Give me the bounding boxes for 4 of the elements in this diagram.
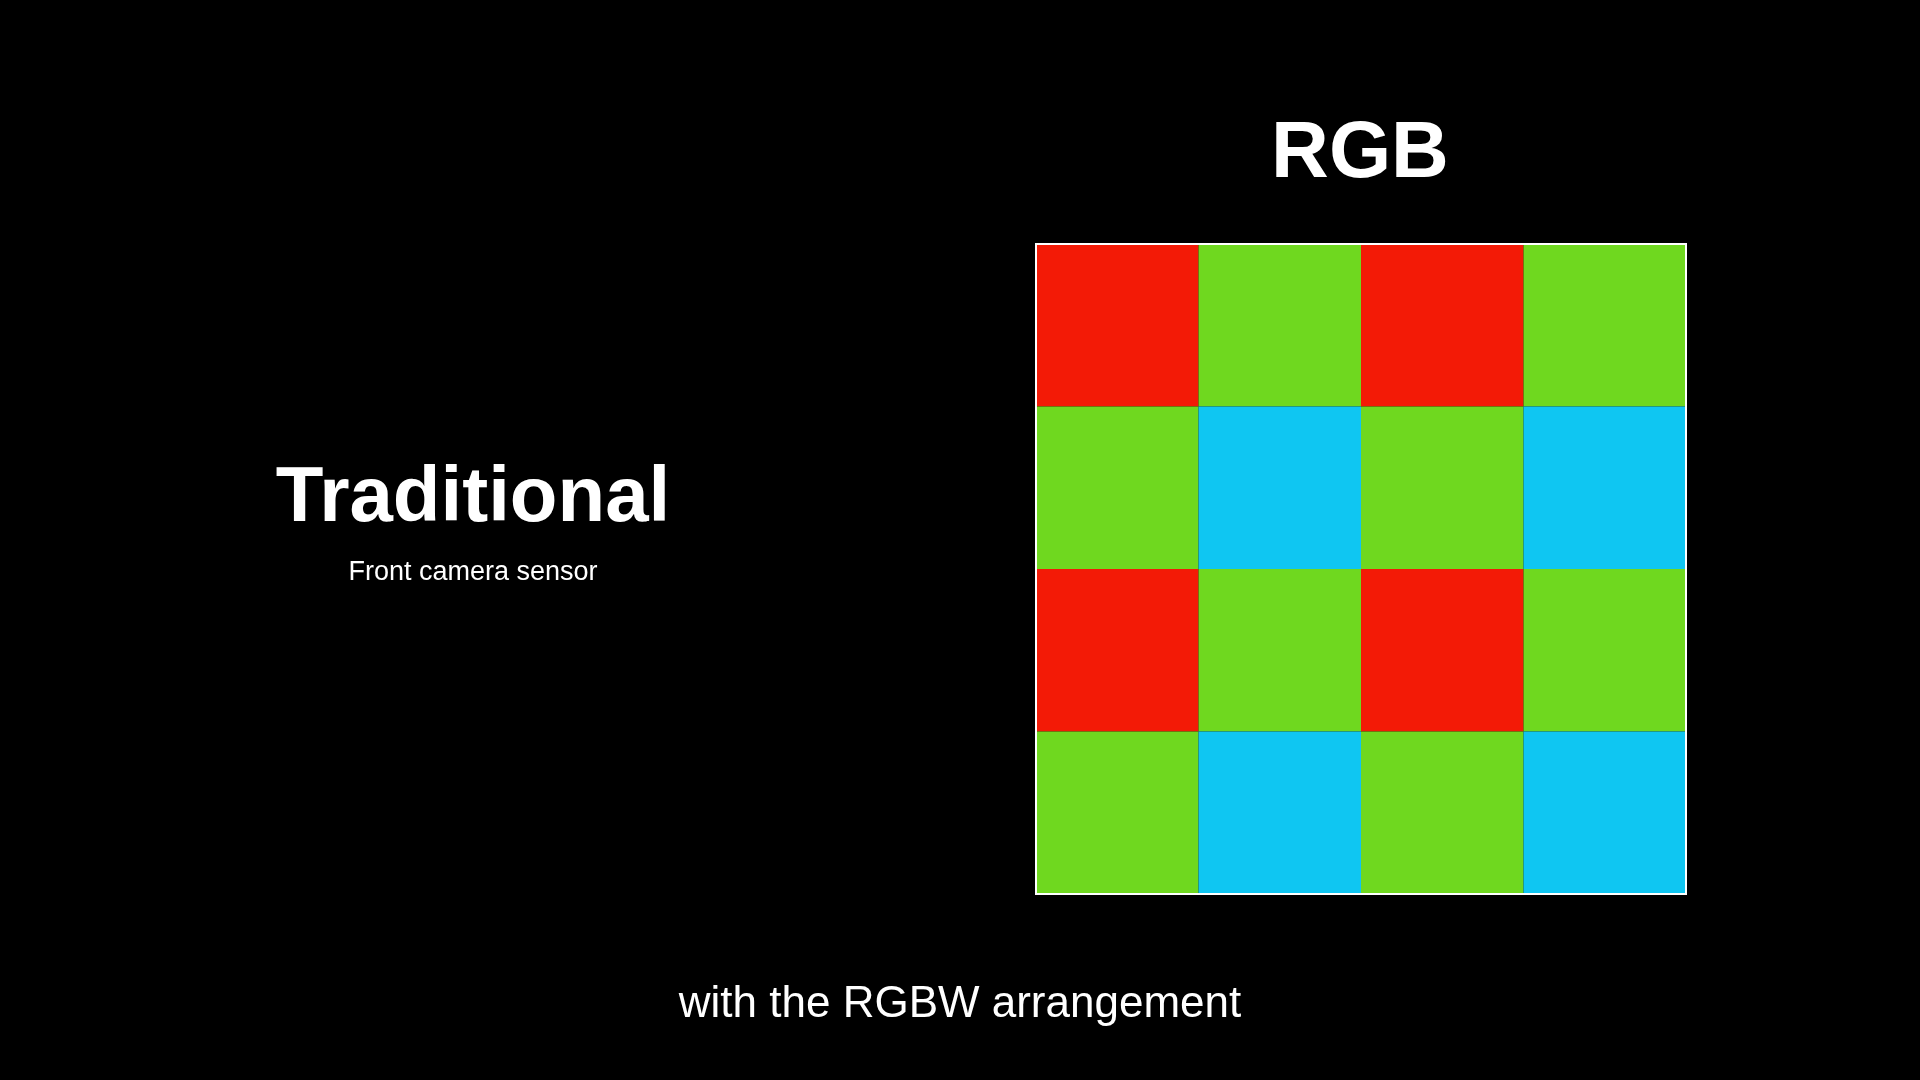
grid-heading: RGB [1270,110,1450,190]
subtitle: Front camera sensor [347,555,599,588]
caption: with the RGBW arrangement [677,980,1243,1024]
slide-title: Traditional [274,455,672,533]
